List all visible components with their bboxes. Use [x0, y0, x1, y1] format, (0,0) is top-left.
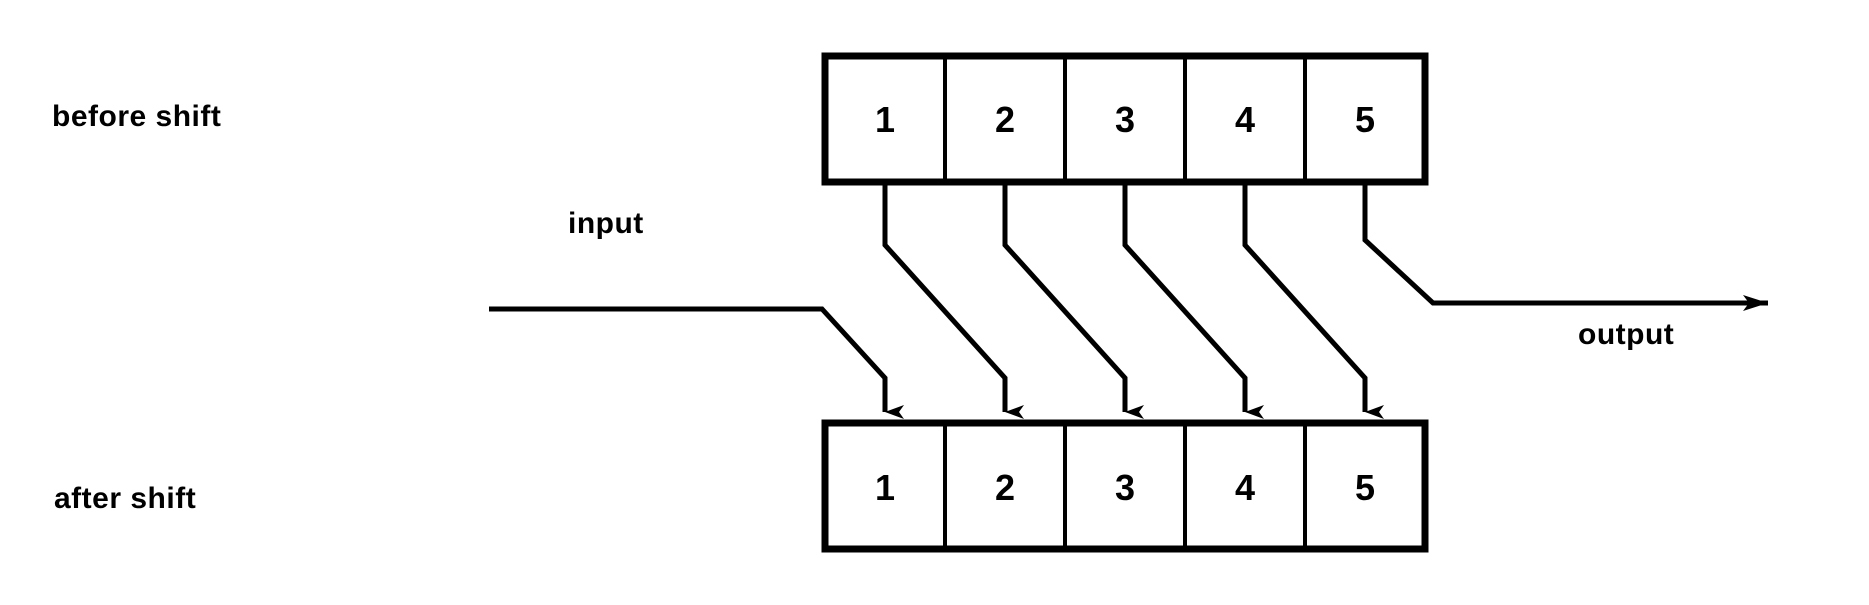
before-shift-label: before shift [52, 100, 222, 133]
after-cell-value-5: 5 [1355, 467, 1375, 508]
before-cell-value-5: 5 [1355, 99, 1375, 140]
after-cell-value-3: 3 [1115, 467, 1135, 508]
before-cell-value-4: 4 [1235, 99, 1255, 140]
shift-connector-3 [1122, 183, 1264, 419]
after-shift-register: 1 2 3 4 5 [821, 419, 1429, 553]
before-shift-register: 1 2 3 4 5 [821, 52, 1429, 186]
before-cell-value-3: 3 [1115, 99, 1135, 140]
after-cell-value-1: 1 [875, 467, 895, 508]
after-register-outline [821, 419, 1429, 553]
before-cell-value-1: 1 [875, 99, 895, 140]
after-shift-label: after shift [54, 482, 197, 515]
shift-connector-2 [1002, 183, 1144, 419]
output-connector [1362, 183, 1768, 311]
shift-connector-1 [882, 183, 1024, 419]
after-cell-value-2: 2 [995, 467, 1015, 508]
input-connector [489, 306, 904, 419]
input-label: input [568, 207, 644, 240]
before-register-outline [821, 52, 1429, 186]
after-cell-value-4: 4 [1235, 467, 1255, 508]
output-label: output [1578, 318, 1675, 351]
before-cell-value-2: 2 [995, 99, 1015, 140]
shift-connector-4 [1242, 183, 1384, 419]
